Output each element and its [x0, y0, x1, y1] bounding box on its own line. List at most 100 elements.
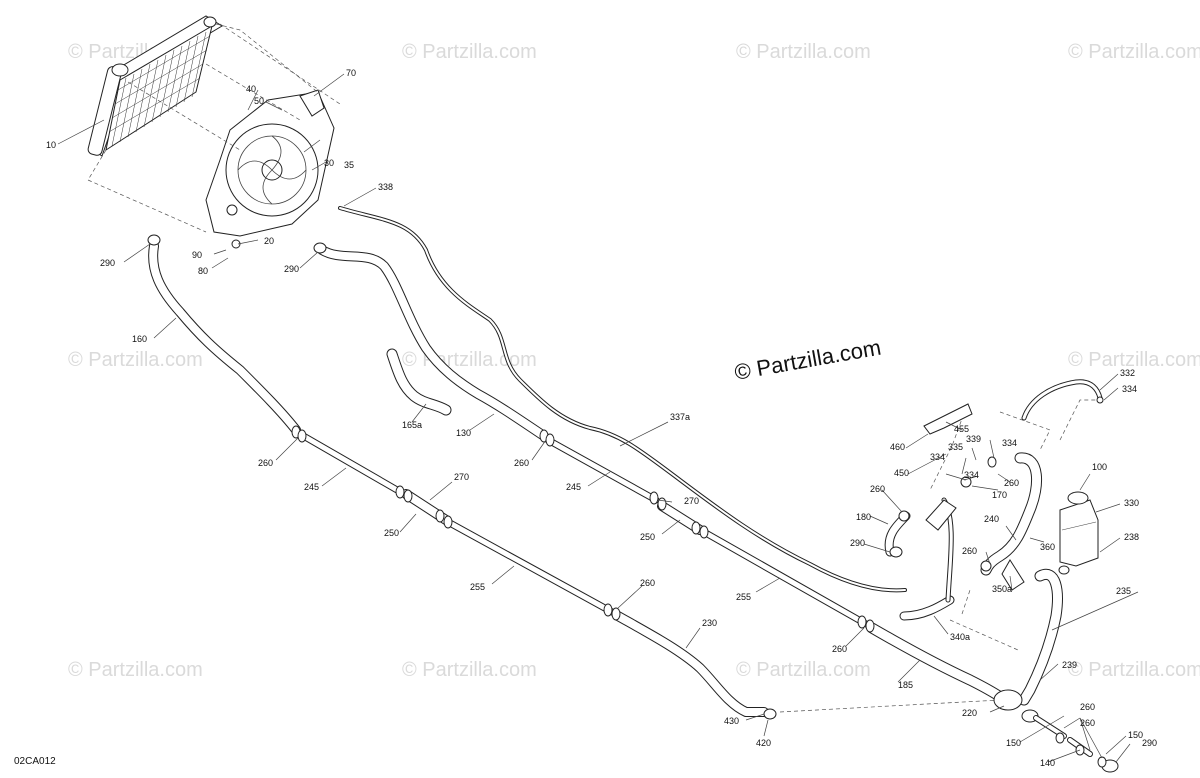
leader-lines	[57, 73, 1139, 763]
callout-235[interactable]: 235	[1116, 586, 1131, 596]
watermark: © Partzilla.com	[1068, 41, 1200, 63]
callout-245[interactable]: 245	[566, 482, 581, 492]
brand-copyright: © Partzilla.com	[733, 335, 883, 385]
callout-230[interactable]: 230	[702, 618, 717, 628]
callout-239[interactable]: 239	[1062, 660, 1077, 670]
callout-334[interactable]: 334	[930, 452, 945, 462]
callout-260[interactable]: 260	[870, 484, 885, 494]
callout-70[interactable]: 70	[346, 68, 356, 78]
callout-90[interactable]: 90	[192, 250, 202, 260]
callout-270[interactable]: 270	[454, 472, 469, 482]
fan-shroud	[205, 89, 335, 249]
callout-290[interactable]: 290	[1142, 738, 1157, 748]
hose-165a	[386, 348, 452, 416]
callout-150[interactable]: 150	[1006, 738, 1021, 748]
callout-165a[interactable]: 165a	[402, 420, 422, 430]
callout-160[interactable]: 160	[132, 334, 147, 344]
callout-140[interactable]: 140	[1040, 758, 1055, 768]
callout-130[interactable]: 130	[456, 428, 471, 438]
callout-260[interactable]: 260	[962, 546, 977, 556]
alignment-lines	[87, 23, 1100, 713]
hose-235	[1018, 568, 1063, 706]
callout-430[interactable]: 430	[724, 716, 739, 726]
callout-260[interactable]: 260	[832, 644, 847, 654]
callout-338[interactable]: 338	[378, 182, 393, 192]
pipe-255-mid	[700, 528, 870, 628]
callout-20[interactable]: 20	[264, 236, 274, 246]
callout-labels: 10 20 30 35 40 50 70 80 90 100 130 140 1…	[46, 68, 1157, 768]
callout-30[interactable]: 30	[324, 158, 334, 168]
watermark: © Partzilla.com	[402, 659, 537, 681]
line-337a	[338, 206, 907, 593]
watermark: © Partzilla.com	[736, 659, 871, 681]
callout-185[interactable]: 185	[898, 680, 913, 690]
watermark-layer: © Partzilla.com © Partzilla.com © Partzi…	[68, 41, 1200, 681]
callout-240[interactable]: 240	[984, 514, 999, 524]
callout-337a[interactable]: 337a	[670, 412, 690, 422]
callout-330[interactable]: 330	[1124, 498, 1139, 508]
callout-290[interactable]: 290	[100, 258, 115, 268]
watermark: © Partzilla.com	[1068, 349, 1200, 371]
callout-255[interactable]: 255	[736, 592, 751, 602]
callout-290[interactable]: 290	[284, 264, 299, 274]
callout-335[interactable]: 335	[948, 442, 963, 452]
callout-50[interactable]: 50	[254, 96, 264, 106]
hose-185	[866, 622, 1008, 704]
callout-339[interactable]: 339	[966, 434, 981, 444]
watermark: © Partzilla.com	[736, 41, 871, 63]
callout-450[interactable]: 450	[894, 468, 909, 478]
callout-245[interactable]: 245	[304, 482, 319, 492]
callout-260[interactable]: 260	[1004, 478, 1019, 488]
coolant-reservoir	[1059, 491, 1099, 567]
callout-250[interactable]: 250	[640, 532, 655, 542]
callout-220[interactable]: 220	[962, 708, 977, 718]
pipe-245-left	[296, 430, 408, 498]
hose-clamps	[147, 234, 1107, 768]
callout-340a[interactable]: 340a	[950, 632, 970, 642]
callout-260[interactable]: 260	[640, 578, 655, 588]
callout-334[interactable]: 334	[1002, 438, 1017, 448]
callout-334[interactable]: 334	[964, 470, 979, 480]
callout-420[interactable]: 420	[756, 738, 771, 748]
callout-255[interactable]: 255	[470, 582, 485, 592]
callout-455[interactable]: 455	[954, 424, 969, 434]
hose-340a	[899, 595, 955, 621]
watermark: © Partzilla.com	[402, 349, 537, 371]
pipe-255-left	[444, 518, 616, 616]
callout-290[interactable]: 290	[850, 538, 865, 548]
callout-250[interactable]: 250	[384, 528, 399, 538]
callout-238[interactable]: 238	[1124, 532, 1139, 542]
diagram-code: 02CA012	[14, 756, 56, 767]
callout-170[interactable]: 170	[992, 490, 1007, 500]
watermark: © Partzilla.com	[402, 41, 537, 63]
callout-35[interactable]: 35	[344, 160, 354, 170]
hose-170	[925, 497, 957, 603]
callout-10[interactable]: 10	[46, 140, 56, 150]
pipe-245-mid	[544, 436, 660, 504]
callout-270[interactable]: 270	[684, 496, 699, 506]
callout-460[interactable]: 460	[890, 442, 905, 452]
watermark: © Partzilla.com	[68, 659, 203, 681]
callout-100[interactable]: 100	[1092, 462, 1107, 472]
callout-260[interactable]: 260	[258, 458, 273, 468]
callout-334[interactable]: 334	[1122, 384, 1137, 394]
callout-80[interactable]: 80	[198, 266, 208, 276]
callout-260[interactable]: 260	[514, 458, 529, 468]
watermark: © Partzilla.com	[68, 349, 203, 371]
callout-260[interactable]: 260	[1080, 702, 1095, 712]
hose-230	[613, 611, 769, 717]
callout-260[interactable]: 260	[1080, 718, 1095, 728]
callout-360[interactable]: 360	[1040, 542, 1055, 552]
hose-160	[148, 241, 301, 435]
callout-180[interactable]: 180	[856, 512, 871, 522]
callout-150[interactable]: 150	[1128, 730, 1143, 740]
callout-350a[interactable]: 350a	[992, 584, 1012, 594]
radiator	[87, 15, 223, 157]
watermark: © Partzilla.com	[1068, 659, 1200, 681]
bracket-460	[923, 403, 973, 435]
callout-332[interactable]: 332	[1120, 368, 1135, 378]
callout-40[interactable]: 40	[246, 84, 256, 94]
hose-290-mid	[317, 245, 549, 441]
hose-332	[1021, 379, 1103, 421]
